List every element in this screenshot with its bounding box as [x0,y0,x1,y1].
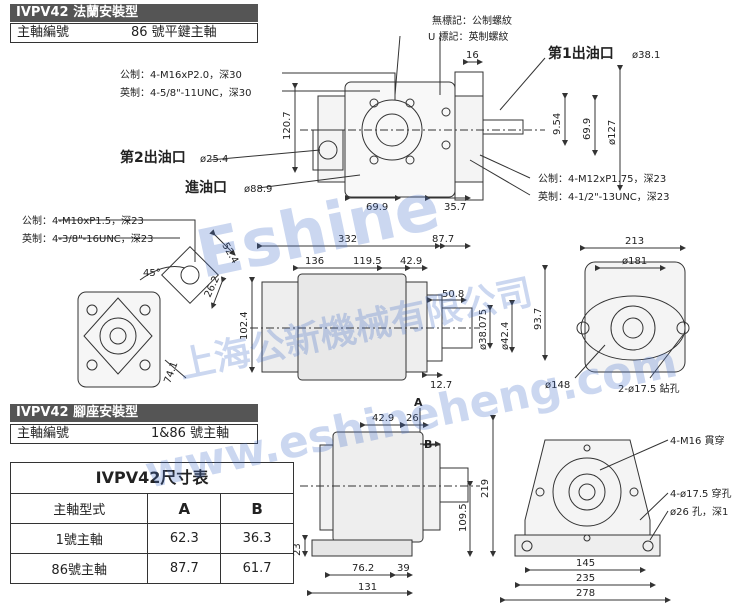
outlet1-dim: ø38.1 [632,50,660,61]
outlet2-label: 第2出油口 [120,149,186,166]
imperial-thread-1: 英制：4-5/8"-11UNC，深30 [120,86,252,99]
outlet2-dim: ø25.4 [200,154,228,165]
dim-label: ø38.075 [478,309,489,350]
table-title: IVPV42尺寸表 [10,462,294,493]
dim-label: 4-ø17.5 穿孔 [670,487,732,500]
dim-label: 16 [466,50,479,61]
metric-thread-2: 公制：4-M12xP1.75，深23 [538,172,666,185]
table-cell: 86號主軸 [9,553,149,584]
flange-shaft-label: 主軸編號 [17,25,70,40]
dim-label: 213 [625,236,644,247]
dim-label: 109.5 [458,503,469,532]
flange-shaft-row: 主軸編號 86 號平鍵主軸 [10,23,258,43]
dim-label: 131 [358,582,377,593]
dim-label: 235 [576,573,595,584]
dim-label: ø42.4 [500,322,511,350]
dim-label: ø127 [607,120,618,145]
mark-note-imperial: U 標記：英制螺紋 [428,30,509,43]
dim-label: ø148 [545,380,570,391]
imperial-thread-2: 英制：4-1/2"-13UNC，深23 [538,190,670,203]
table-row: 86號主軸 87.7 61.7 [9,553,294,584]
metric-thread-1: 公制：4-M16xP2.0，深30 [120,68,242,81]
foot-shaft-label: 主軸編號 [17,426,70,441]
dim-label: 35.7 [444,202,466,213]
table-cell: 87.7 [147,553,222,584]
dim-label: 23 [292,543,303,556]
dim-label: 26 [406,413,419,424]
metric-thread-3: 公制：4-M10xP1.5，深23 [22,214,144,227]
section-label-b: B [424,438,432,451]
flange-shaft-value: 86 號平鍵主軸 [131,25,217,40]
dim-label: 120.7 [282,111,293,140]
dimension-table: IVPV42尺寸表 主軸型式 A B 1號主軸 62.3 36.3 86號主軸 … [9,462,294,584]
dim-label: 26.2 [203,274,222,299]
table-cell: 62.3 [147,523,222,554]
foot-shaft-value: 1&86 號主軸 [151,426,230,441]
outlet1-label: 第1出油口 [548,45,614,62]
foot-front-view [514,439,661,557]
dim-label: 219 [480,479,491,498]
flange-title: IVPV42 法蘭安裝型 [10,4,258,22]
dim-label: 74.1 [162,360,180,385]
dim-label: 69.9 [582,118,593,140]
dim-label: 4-M16 貫穿 [670,434,725,447]
table-cell: 1號主軸 [9,523,149,554]
dim-label: 332 [338,234,357,245]
flange-rear-view [576,261,690,373]
dim-label: 9.54 [552,113,563,135]
foot-shaft-row: 主軸編號 1&86 號主軸 [10,424,258,444]
dim-label: 12.7 [430,380,452,391]
imperial-thread-3: 英制：4-3/8"-16UNC，深23 [22,232,154,245]
dim-label: 136 [305,256,324,267]
inlet-label: 進油口 [185,179,227,196]
dim-label: 45° [143,268,161,279]
dim-label: ø26 孔，深1 [670,506,728,518]
pump-side-view [250,273,480,381]
foot-side-view [300,431,480,557]
flange-end-view [77,246,219,388]
dim-label: 87.7 [432,234,454,245]
dim-label: 145 [576,558,595,569]
dim-label: 119.5 [353,256,382,267]
inlet-dim: ø88.9 [244,184,272,195]
table-row: 1號主軸 62.3 36.3 [9,523,294,554]
dim-label: 102.4 [239,311,250,340]
dim-label: 69.9 [366,202,388,213]
flange-front-view [300,71,545,201]
annotations: 無標記：公制螺紋 U 標記：英制螺紋 第1出油口 ø38.1 公制：4-M16x… [22,14,732,599]
dim-label: 2-ø17.5 鉆孔 [618,382,680,395]
table-cell: 61.7 [220,553,294,584]
foot-title: IVPV42 腳座安裝型 [10,404,258,422]
dim-label: 93.7 [533,308,544,330]
dim-label: 50.8 [442,289,464,300]
mark-note-metric: 無標記：公制螺紋 [432,14,512,27]
dim-label: 52.4 [219,241,240,266]
dim-label: 278 [576,588,595,599]
dim-label: 39 [397,563,410,574]
dim-label: 42.9 [400,256,422,267]
dim-label: ø181 [622,256,647,267]
dim-label: 42.9 [372,413,394,424]
table-cell: 36.3 [220,523,294,554]
section-label-a: A [414,396,423,409]
dim-label: 76.2 [352,563,374,574]
